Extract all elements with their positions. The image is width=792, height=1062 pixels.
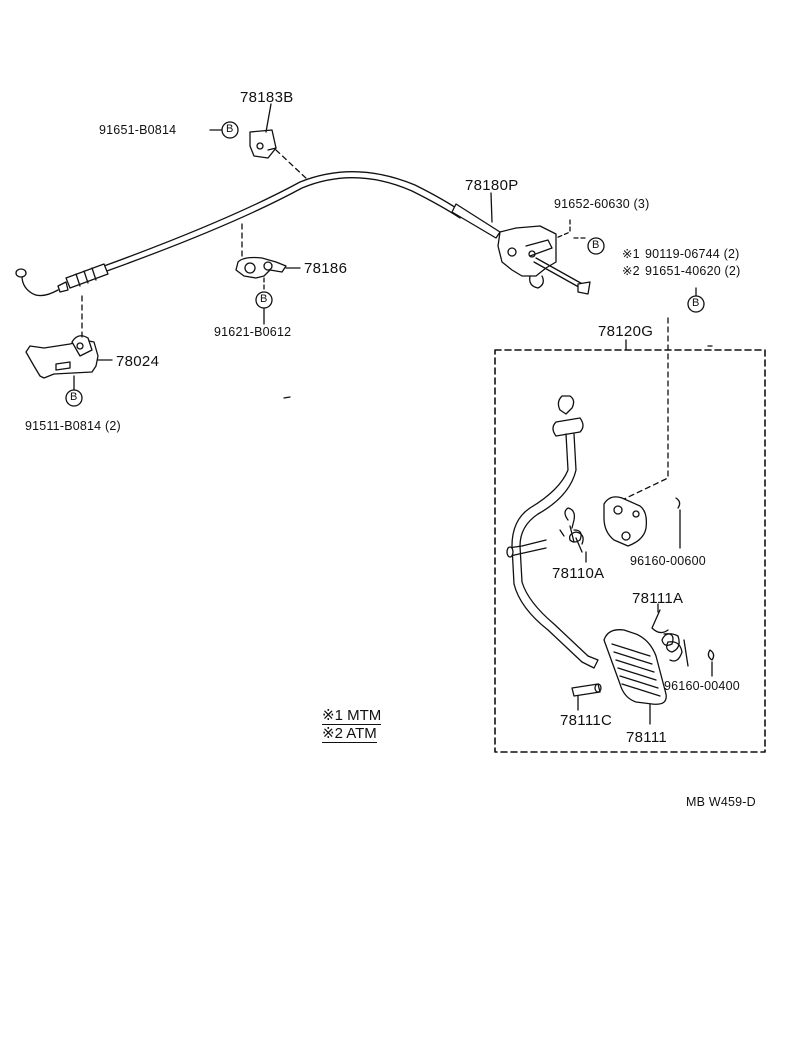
part-label-96160-00600: 96160-00600 bbox=[630, 554, 706, 568]
spring-78111A bbox=[651, 609, 689, 667]
part-label-91621-B0612: 91621-B0612 bbox=[214, 325, 292, 339]
bolt-circle-91651-40620 bbox=[687, 295, 705, 313]
part-label-78180P: 78180P bbox=[465, 177, 519, 194]
part-label-96160-00400: 96160-00400 bbox=[664, 679, 740, 693]
pedal-pad-78111 bbox=[603, 629, 667, 705]
bolt-circle-91511 bbox=[65, 389, 83, 407]
leader-78183B bbox=[275, 149, 309, 181]
leader-91652-a bbox=[555, 219, 571, 239]
leader-78180P bbox=[490, 192, 493, 223]
part-label-78111: 78111 bbox=[626, 729, 667, 746]
assembly-box-78120G bbox=[494, 349, 766, 753]
clip-96160-00600 bbox=[675, 497, 681, 509]
reference-code: MB W459-D bbox=[686, 795, 756, 809]
spring-78110A bbox=[559, 507, 584, 553]
bolt-letter: B bbox=[592, 239, 600, 251]
clamp-78186 bbox=[235, 256, 301, 279]
pedal-lever bbox=[506, 395, 599, 669]
bolt-circle-91652 bbox=[587, 237, 605, 255]
bracket-78183B bbox=[249, 103, 277, 159]
part-label-91651-40620: 91651-40620 (2) bbox=[645, 264, 741, 278]
bolt-circle-91651-B0814 bbox=[221, 121, 239, 139]
part-label-91511-B0814: 91511-B0814 (2) bbox=[25, 419, 121, 433]
leader-pedal-bracket bbox=[621, 317, 669, 501]
bolt-letter: B bbox=[226, 123, 234, 135]
pedal-end-bracket bbox=[497, 225, 591, 295]
part-label-90119-06744: 90119-06744 (2) bbox=[645, 247, 740, 261]
bracket-78024 bbox=[25, 335, 113, 379]
pin-78111C bbox=[571, 683, 602, 697]
part-label-78024: 78024 bbox=[116, 353, 160, 370]
part-label-91652-60630: 91652-60630 (3) bbox=[554, 197, 650, 211]
accelerator-cable bbox=[15, 171, 501, 297]
part-label-78110A: 78110A bbox=[552, 565, 605, 582]
clip-96160-00400 bbox=[707, 649, 715, 661]
part-label-78111A: 78111A bbox=[632, 590, 684, 607]
part-label-91651-B0814: 91651-B0814 bbox=[99, 123, 177, 137]
legend-atm: ※2 ATM bbox=[322, 725, 377, 743]
stray-mark bbox=[283, 396, 291, 399]
note-mark-2: ※2 bbox=[622, 264, 640, 278]
note-mark-1: ※1 bbox=[622, 247, 640, 261]
part-label-78120G: 78120G bbox=[598, 323, 654, 340]
pedal-bracket bbox=[603, 496, 648, 547]
part-label-78183B: 78183B bbox=[240, 89, 294, 106]
bolt-letter: B bbox=[260, 293, 268, 305]
bolt-letter: B bbox=[692, 297, 700, 309]
part-label-78186: 78186 bbox=[304, 260, 348, 277]
bolt-circle-91621 bbox=[255, 291, 273, 309]
legend-mtm: ※1 MTM bbox=[322, 707, 382, 725]
part-label-78111C: 78111C bbox=[560, 712, 613, 729]
bolt-letter: B bbox=[70, 391, 78, 403]
